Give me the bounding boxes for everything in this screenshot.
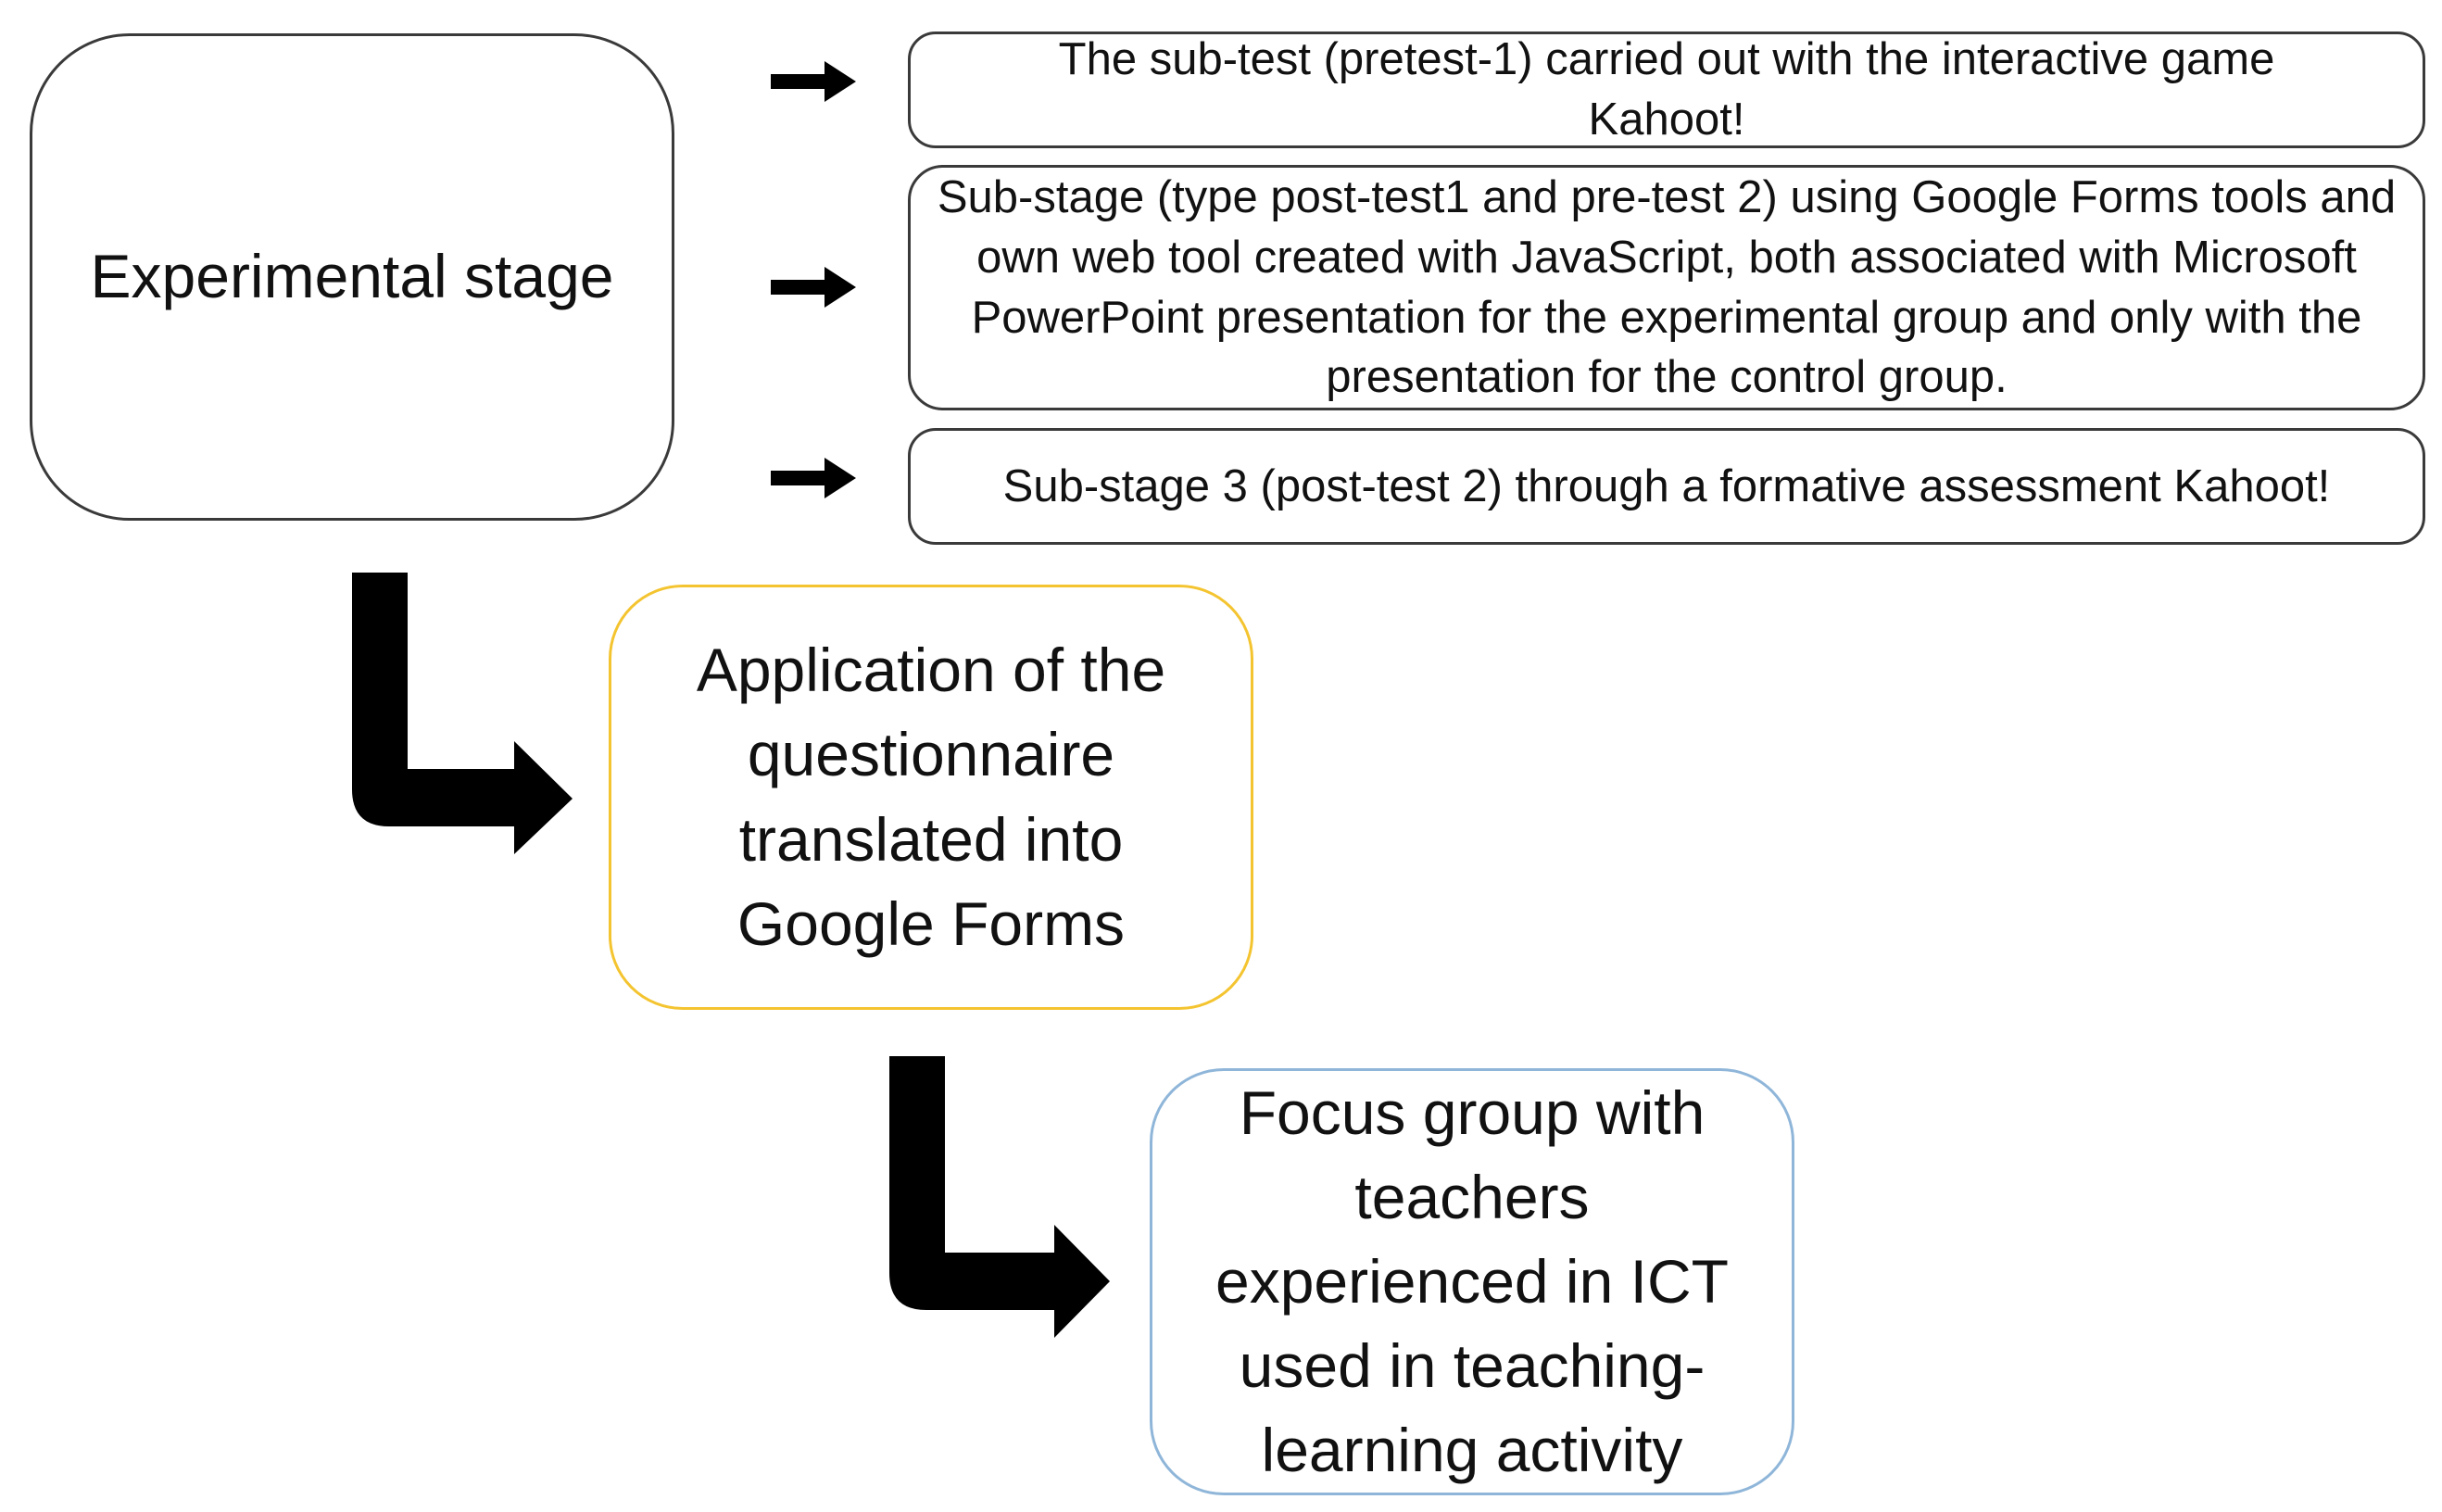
experimental-stage-label: Experimental stage: [90, 242, 614, 311]
sub-stage-2-label: Sub-stage (type post-test1 and pre-test …: [937, 172, 2397, 403]
questionnaire-box: Application of the questionnaire transla…: [609, 585, 1253, 1010]
sub-stage-1-label: The sub-test (pretest-1) carried out wit…: [1058, 34, 2275, 145]
sub-stage-3-label: Sub-stage 3 (post-test 2) through a form…: [1002, 460, 2331, 511]
questionnaire-label: Application of the questionnaire transla…: [696, 636, 1166, 958]
right-arrow-icon: [771, 458, 856, 498]
down-right-elbow-arrow-icon: [889, 1056, 1110, 1338]
right-arrow-icon: [771, 61, 856, 102]
experimental-stage-box: Experimental stage: [30, 33, 674, 521]
sub-stage-3-box: Sub-stage 3 (post-test 2) through a form…: [908, 428, 2425, 545]
down-right-elbow-arrow-icon: [352, 573, 573, 854]
sub-stage-2-box: Sub-stage (type post-test1 and pre-test …: [908, 165, 2425, 410]
right-arrow-icon: [771, 267, 856, 308]
focus-group-box: Focus group with teachers experienced in…: [1150, 1068, 1794, 1495]
focus-group-label: Focus group with teachers experienced in…: [1215, 1077, 1729, 1485]
sub-stage-1-box: The sub-test (pretest-1) carried out wit…: [908, 32, 2425, 148]
